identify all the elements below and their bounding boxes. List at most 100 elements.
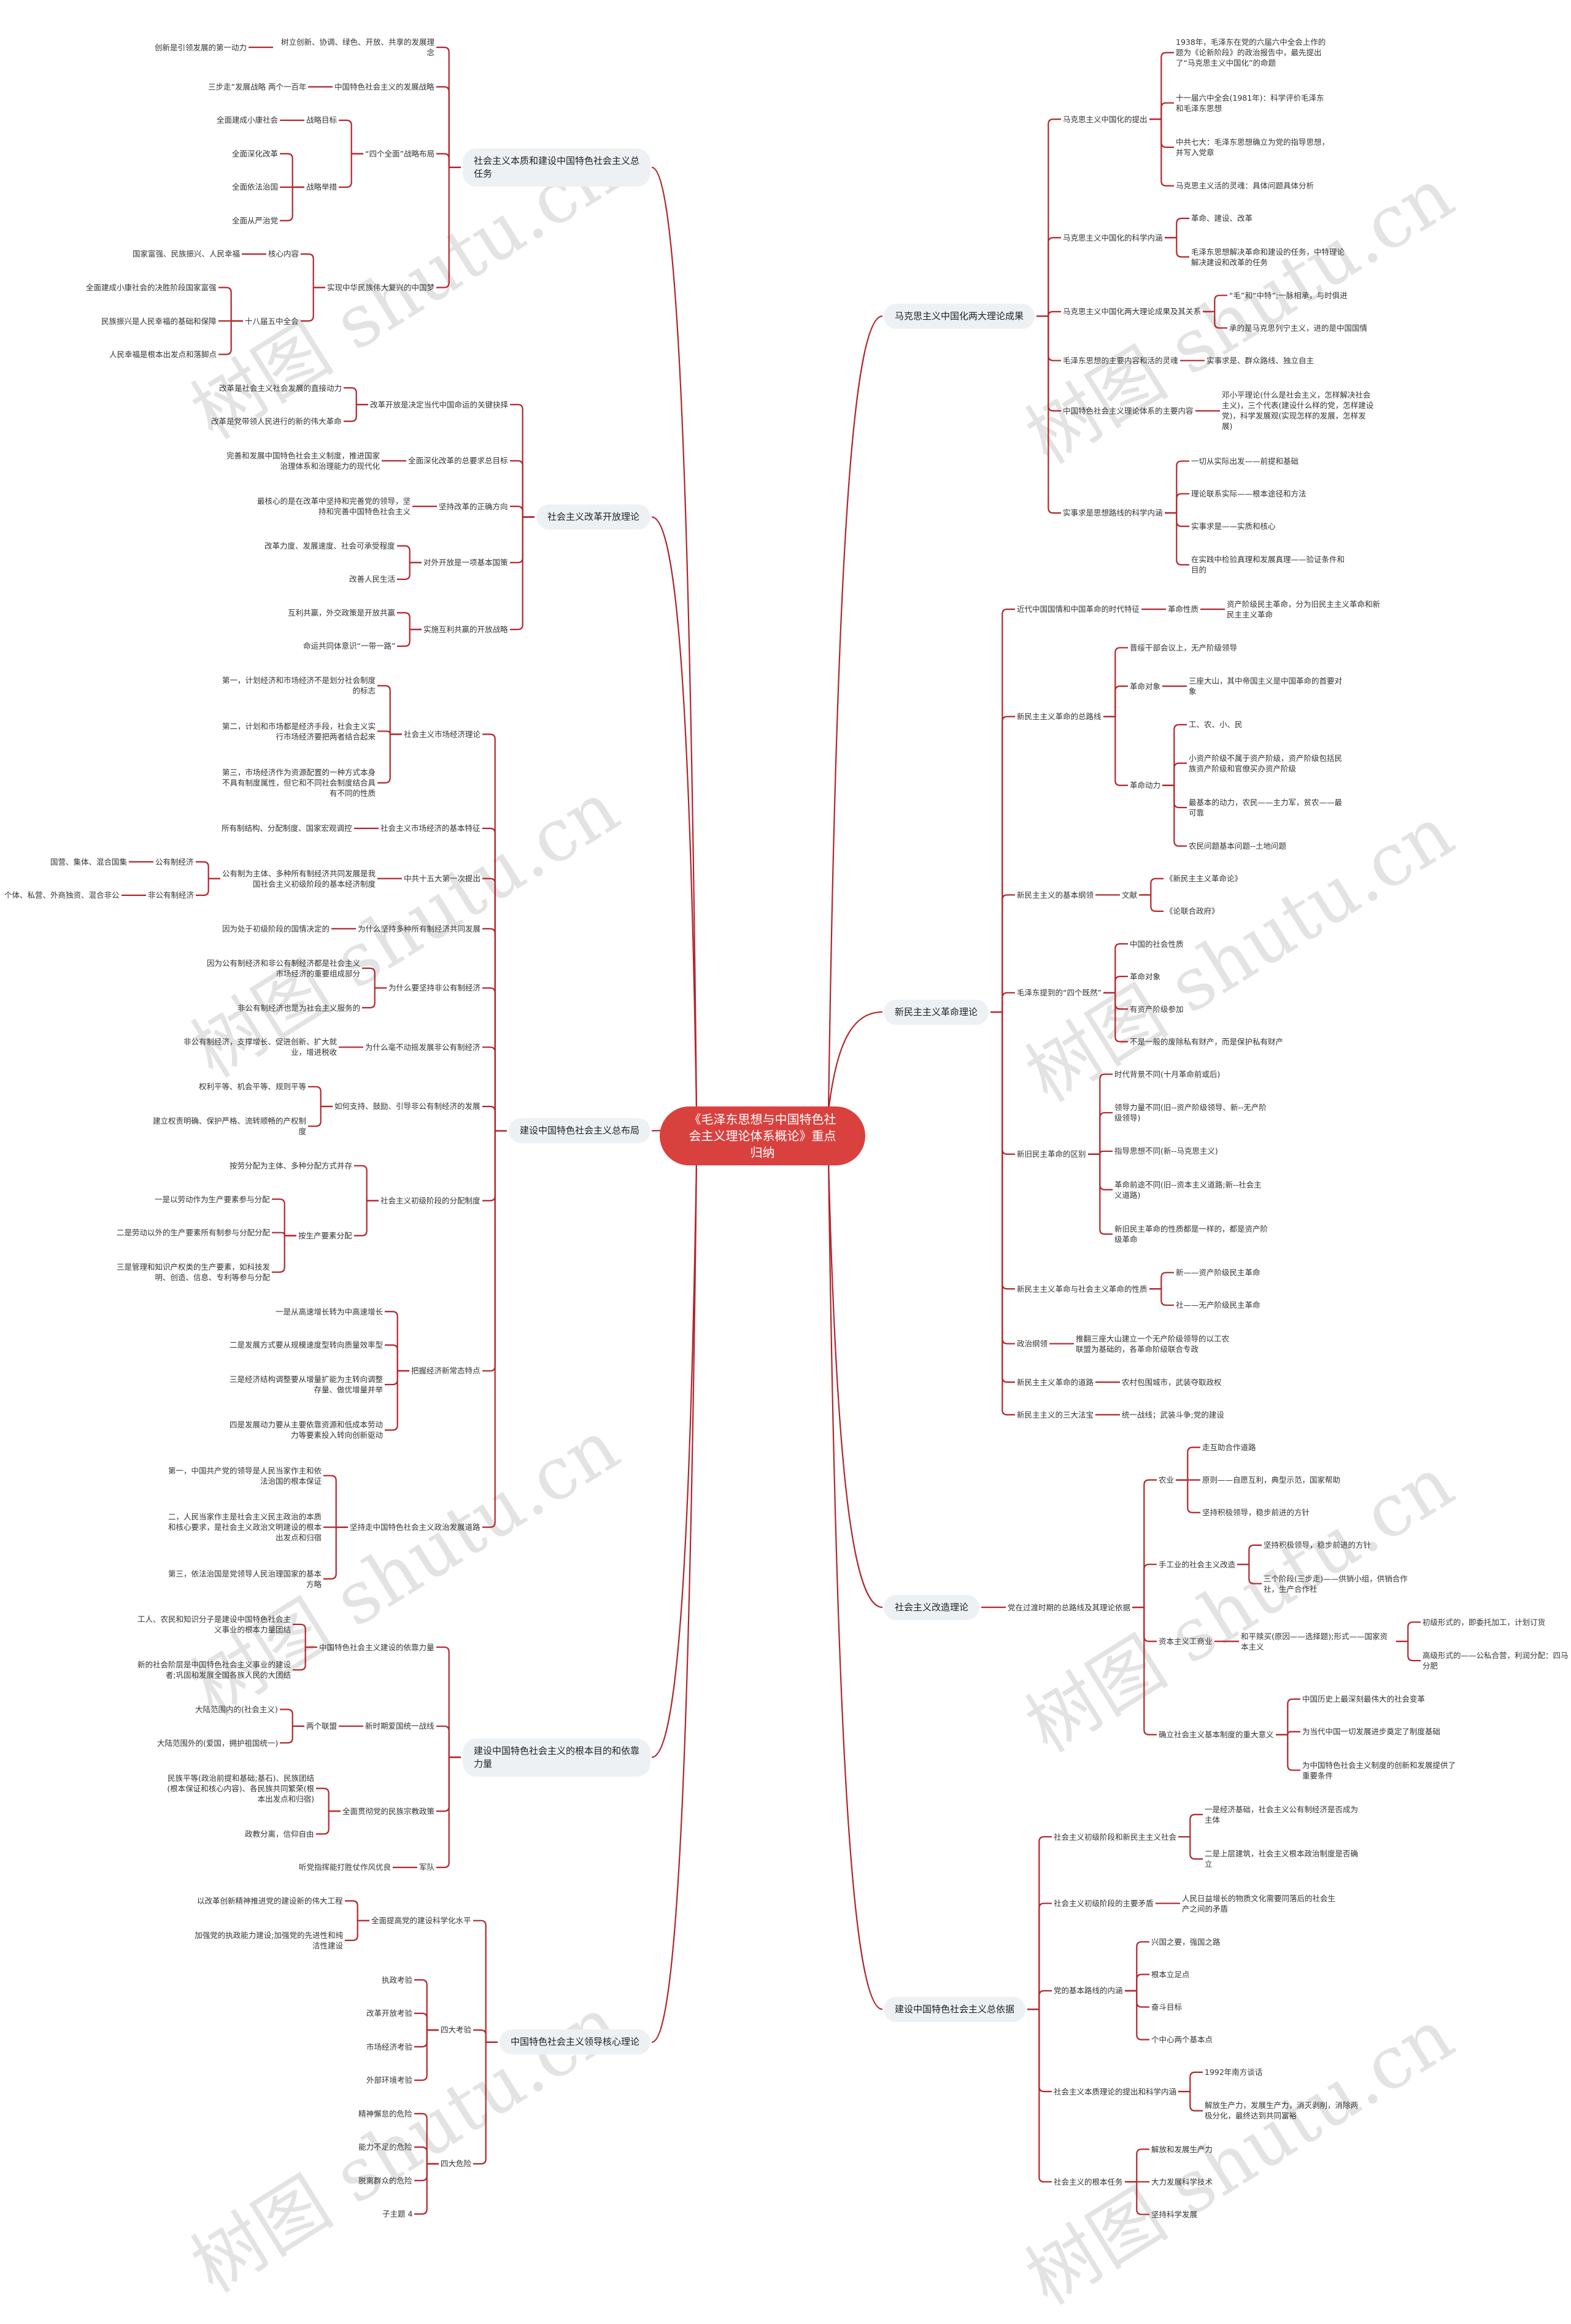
leaf-topic[interactable]: 原则——自愿互利，典型示范，国家帮助: [1202, 1475, 1341, 1485]
subtopic-node[interactable]: 资本主义工商业: [1159, 1637, 1213, 1646]
subtopic-node[interactable]: 新民主主义革命与社会主义革命的性质: [1017, 1284, 1148, 1294]
leaf-topic[interactable]: 能力不足的危险: [358, 2142, 412, 2152]
leaf-topic[interactable]: 1938年，毛泽东在党的六届六中全会上作的题为《论新阶段》的政治报告中，最先提出…: [1176, 37, 1326, 68]
leaf-topic[interactable]: 国营、集体、混合国集: [50, 857, 128, 867]
subtopic-node[interactable]: 为什么毫不动摇发展非公有制经济: [365, 1042, 481, 1052]
leaf-topic[interactable]: 农村包围城市，武装夺取政权: [1122, 1377, 1222, 1387]
main-branch-topic[interactable]: 马克思主义中国化两大理论成果: [884, 303, 1035, 329]
leaf-topic[interactable]: 有资产阶级参加: [1130, 1004, 1184, 1014]
subtopic-node[interactable]: 社会主义初级阶段和新民主主义社会: [1054, 1832, 1177, 1842]
leaf-topic[interactable]: 四是发展动力要从主要依靠资源和低成本劳动力等要素投入转向创新驱动: [230, 1420, 384, 1440]
leaf-topic[interactable]: 二是上层建筑，社会主义根本政治制度是否确立: [1205, 1849, 1359, 1869]
leaf-topic[interactable]: 改革开放考验: [366, 2009, 413, 2018]
leaf-topic[interactable]: 高级形式的——公私合营，利润分配：四马分肥: [1422, 1651, 1569, 1671]
subtopic-node[interactable]: 中国特色社会主义的发展战略: [334, 82, 434, 91]
leaf-topic[interactable]: 二，人民当家作主是社会主义民主政治的本质和核心要求，是社会主义政治文明建设的根本…: [168, 1512, 322, 1543]
leaf-topic[interactable]: 小资产阶级不属于资产阶级，资产阶级包括民族资产阶级和官僚买办资产阶级: [1189, 753, 1343, 773]
leaf-topic[interactable]: 工人、农民和知识分子是建设中国特色社会主义事业的根本力量团结: [137, 1614, 291, 1634]
subtopic-node[interactable]: 社会主义市场经济的基本特征: [380, 824, 481, 833]
subtopic-node[interactable]: 坚持走中国特色社会主义政治发展道路: [350, 1523, 481, 1532]
leaf-topic[interactable]: 大陆范围内的(社会主义): [195, 1705, 278, 1715]
main-branch-topic[interactable]: 建设中国特色社会主义总布局: [509, 1118, 651, 1144]
leaf-topic[interactable]: 三个阶段(三步走)——供销小组，供销合作社，生产合作社: [1264, 1573, 1408, 1594]
subtopic-node[interactable]: 核心内容: [268, 249, 299, 259]
main-branch-topic[interactable]: 社会主义本质和建设中国特色社会主义总任务: [463, 148, 650, 187]
main-branch-topic[interactable]: 新民主主义革命理论: [884, 999, 989, 1025]
subtopic-node[interactable]: 如何支持、鼓励、引导非公有制经济的发展: [334, 1102, 481, 1111]
leaf-topic[interactable]: 第三，依法治国是党领导人民治理国家的基本方略: [168, 1569, 322, 1589]
main-branch-topic[interactable]: 社会主义改革开放理论: [536, 504, 651, 530]
leaf-topic[interactable]: 推翻三座大山建立一个无产阶级领导的以工农联盟为基础的，各革命阶级联合专政: [1076, 1334, 1230, 1354]
leaf-topic[interactable]: 二是劳动以外的生产要素所有制参与分配分配: [117, 1228, 271, 1238]
leaf-topic[interactable]: 第一，计划经济和市场经济不是划分社会制度的标志: [222, 676, 376, 696]
leaf-topic[interactable]: 社——无产阶级民主革命: [1176, 1300, 1260, 1310]
leaf-topic[interactable]: 农民问题基本问题--土地问题: [1189, 841, 1287, 851]
leaf-topic[interactable]: 坚持科学发展: [1151, 2209, 1198, 2219]
leaf-topic[interactable]: 兴国之要，强国之路: [1151, 1937, 1221, 1947]
subtopic-node[interactable]: 实施互利共赢的开放战略: [423, 625, 508, 635]
leaf-topic[interactable]: 坚持积极领导，稳步前进的方针: [1264, 1540, 1372, 1550]
leaf-topic[interactable]: 个体、私营、外商独资、混合非公: [4, 890, 120, 900]
main-branch-topic[interactable]: 中国特色社会主义领导核心理论: [500, 2029, 651, 2055]
leaf-topic[interactable]: 不是一般的废除私有财产，而是保护私有财产: [1130, 1037, 1284, 1046]
main-branch-topic[interactable]: 建设中国特色社会主义总依据: [884, 1996, 1026, 2022]
leaf-topic[interactable]: 政教分离，信仰自由: [245, 1829, 314, 1839]
leaf-topic[interactable]: 中国的社会性质: [1130, 939, 1184, 949]
leaf-topic[interactable]: 按劳分配为主体、多种分配方式并存: [230, 1161, 353, 1171]
subtopic-node[interactable]: 对外开放是一项基本国策: [423, 558, 508, 568]
leaf-topic[interactable]: 加强党的执政能力建设;加强党的先进性和纯洁性建设: [195, 1930, 343, 1950]
leaf-topic[interactable]: 指导思想不同(新--马克思主义): [1114, 1146, 1218, 1156]
leaf-topic[interactable]: 革命前途不同(旧--资本主义道路;新--社会主义道路): [1114, 1179, 1262, 1200]
subtopic-node[interactable]: 毛泽东提到的“四个既然”: [1017, 988, 1102, 998]
subtopic-node[interactable]: 革命性质: [1168, 604, 1199, 614]
leaf-topic[interactable]: 理论联系实际——根本途径和方法: [1191, 489, 1307, 499]
leaf-topic[interactable]: 最基本的动力，农民——主力军，贫农——最可靠: [1189, 797, 1343, 817]
subtopic-node[interactable]: 新时期爱国统一战线: [365, 1721, 434, 1731]
leaf-topic[interactable]: 市场经济考验: [366, 2042, 413, 2052]
subtopic-node[interactable]: 手工业的社会主义改造: [1159, 1559, 1236, 1569]
subtopic-node[interactable]: 新民主主义的基本纲领: [1017, 890, 1094, 900]
leaf-topic[interactable]: 民族平等(政治前提和基础;基石)、民族团结(根本保证和核心内容)、各民族共同繁荣…: [167, 1773, 314, 1804]
leaf-topic[interactable]: 创新是引领发展的第一动力: [155, 42, 247, 52]
leaf-topic[interactable]: 《论联合政府》: [1165, 906, 1219, 916]
main-branch-topic[interactable]: 建设中国特色社会主义的根本目的和依靠力量: [463, 1738, 650, 1777]
leaf-topic[interactable]: 建立权责明确、保护严格、流转顺畅的产权制度: [153, 1116, 307, 1137]
subtopic-node[interactable]: 社会主义市场经济理论: [404, 729, 481, 739]
leaf-topic[interactable]: 最核心的是在改革中坚持和完善党的领导，坚持和完善中国特色社会主义: [257, 496, 411, 517]
subtopic-node[interactable]: 树立创新、协调、绿色、开放、共享的发展理念: [280, 37, 434, 58]
leaf-topic[interactable]: 为当代中国一切发展进步奠定了制度基础: [1302, 1727, 1441, 1737]
leaf-topic[interactable]: 十一届六中全会(1981年)：科学评价毛泽东和毛泽东思想: [1176, 93, 1324, 113]
leaf-topic[interactable]: 权利平等、机会平等、规则平等: [199, 1082, 307, 1092]
leaf-topic[interactable]: 全面依法治国: [232, 182, 279, 192]
leaf-topic[interactable]: 一是经济基础，社会主义公有制经济是否成为主体: [1205, 1804, 1359, 1824]
leaf-topic[interactable]: 第三，市场经济作为资源配置的一种方式本身不具有制度属性，但它和不同社会制度结合具…: [222, 768, 376, 798]
subtopic-node[interactable]: 改革开放是决定当代中国命运的关键抉择: [370, 400, 509, 409]
subtopic-node[interactable]: 把握经济新常态特点: [411, 1366, 481, 1376]
leaf-topic[interactable]: 根本立足点: [1151, 1969, 1190, 1979]
subtopic-node[interactable]: 和平赎买(原因——选择题);形式——国家资本主义: [1241, 1631, 1388, 1651]
leaf-topic[interactable]: 三是管理和知识产权类的生产要素，如科技发明、创造、信息、专利等参与分配: [117, 1262, 271, 1282]
leaf-topic[interactable]: 改革是社会主义社会发展的直接动力: [219, 383, 342, 393]
subtopic-node[interactable]: 马克思主义中国化的提出: [1063, 114, 1148, 124]
leaf-topic[interactable]: 大力发展科学技术: [1151, 2177, 1213, 2187]
leaf-topic[interactable]: 革命、建设、改革: [1191, 214, 1253, 223]
subtopic-node[interactable]: 社会主义初级阶段的主要矛盾: [1054, 1899, 1154, 1909]
leaf-topic[interactable]: 《新民主主义革命论》: [1165, 874, 1243, 884]
leaf-topic[interactable]: 1992年南方谈话: [1205, 2067, 1263, 2077]
leaf-topic[interactable]: 执政考验: [382, 1975, 413, 1985]
subtopic-node[interactable]: 确立社会主义基本制度的重大意义: [1159, 1730, 1274, 1740]
subtopic-node[interactable]: 马克思主义中国化的科学内涵: [1063, 233, 1163, 242]
subtopic-node[interactable]: 四大危险: [441, 2159, 472, 2169]
leaf-topic[interactable]: 奋斗目标: [1151, 2002, 1183, 2012]
leaf-topic[interactable]: 个中心两个基本点: [1151, 2035, 1213, 2045]
subtopic-node[interactable]: 十八届五中全会: [245, 316, 299, 326]
leaf-topic[interactable]: 民族振兴是人民幸福的基础和保障: [101, 316, 217, 326]
subtopic-node[interactable]: 按生产要素分配: [298, 1230, 352, 1240]
subtopic-node[interactable]: 战略举措: [306, 182, 338, 192]
leaf-topic[interactable]: 第一，中国共产党的领导是人民当家作主和依法治国的根本保证: [168, 1465, 322, 1486]
leaf-topic[interactable]: 晋绥干部会议上，无产阶级领导: [1130, 643, 1238, 652]
subtopic-node[interactable]: 中共十五大第一次提出: [404, 874, 481, 884]
subtopic-node[interactable]: 革命对象: [1130, 681, 1161, 691]
subtopic-node[interactable]: 农业: [1159, 1475, 1175, 1485]
leaf-topic[interactable]: 解放和发展生产力: [1151, 2144, 1213, 2154]
